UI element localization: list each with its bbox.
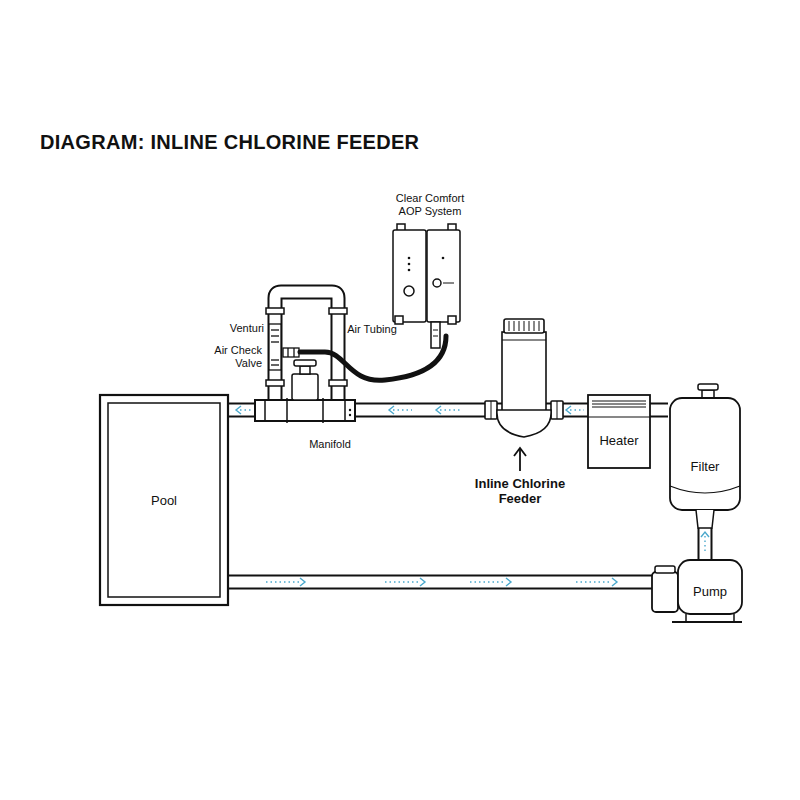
heater-box-outline [588,395,650,468]
node-text-group: Filter [691,459,720,474]
part-label: Clear Comfort AOP System [388,192,472,218]
pipe-connector [650,410,668,411]
heater-box: Heater [588,395,650,468]
node-label: Filter [691,459,720,474]
pipe-stroke [700,528,711,560]
part-label: Inline Chlorine Feeder [463,476,577,506]
node-text-group: Heater [599,433,638,448]
node-label: Pump [693,584,727,599]
filter-tank: Filter [668,396,742,528]
venturi [269,324,281,370]
node-text-group: Pool [151,493,177,508]
chlorine-feeder [485,319,563,437]
node-label: Heater [599,433,638,448]
air-tubing [300,336,446,380]
pipe-stroke [650,405,668,416]
part-label: Air Tubing [346,323,398,336]
pump-body: Pump [652,560,742,622]
pipe-connector [228,582,652,583]
manifold-valve [292,360,318,400]
diagram-title: DIAGRAM: INLINE CHLORINE FEEDER [40,131,419,154]
flow-indicators [236,406,709,586]
pipe-stroke [650,403,668,418]
pool-box: Pool [100,395,228,605]
part-label: Air Check Valve [200,344,262,370]
node-label: Pool [151,493,177,508]
pointer-arrow [514,448,526,471]
node-text-group: Pump [693,584,727,599]
part-label: Manifold [290,438,370,451]
pipe-stroke [228,577,652,588]
air-check-valve [283,348,299,357]
pipe-stroke [228,575,652,590]
pipe-stroke [698,528,713,560]
aop-device [393,224,460,348]
part-label: Venturi [204,322,264,335]
